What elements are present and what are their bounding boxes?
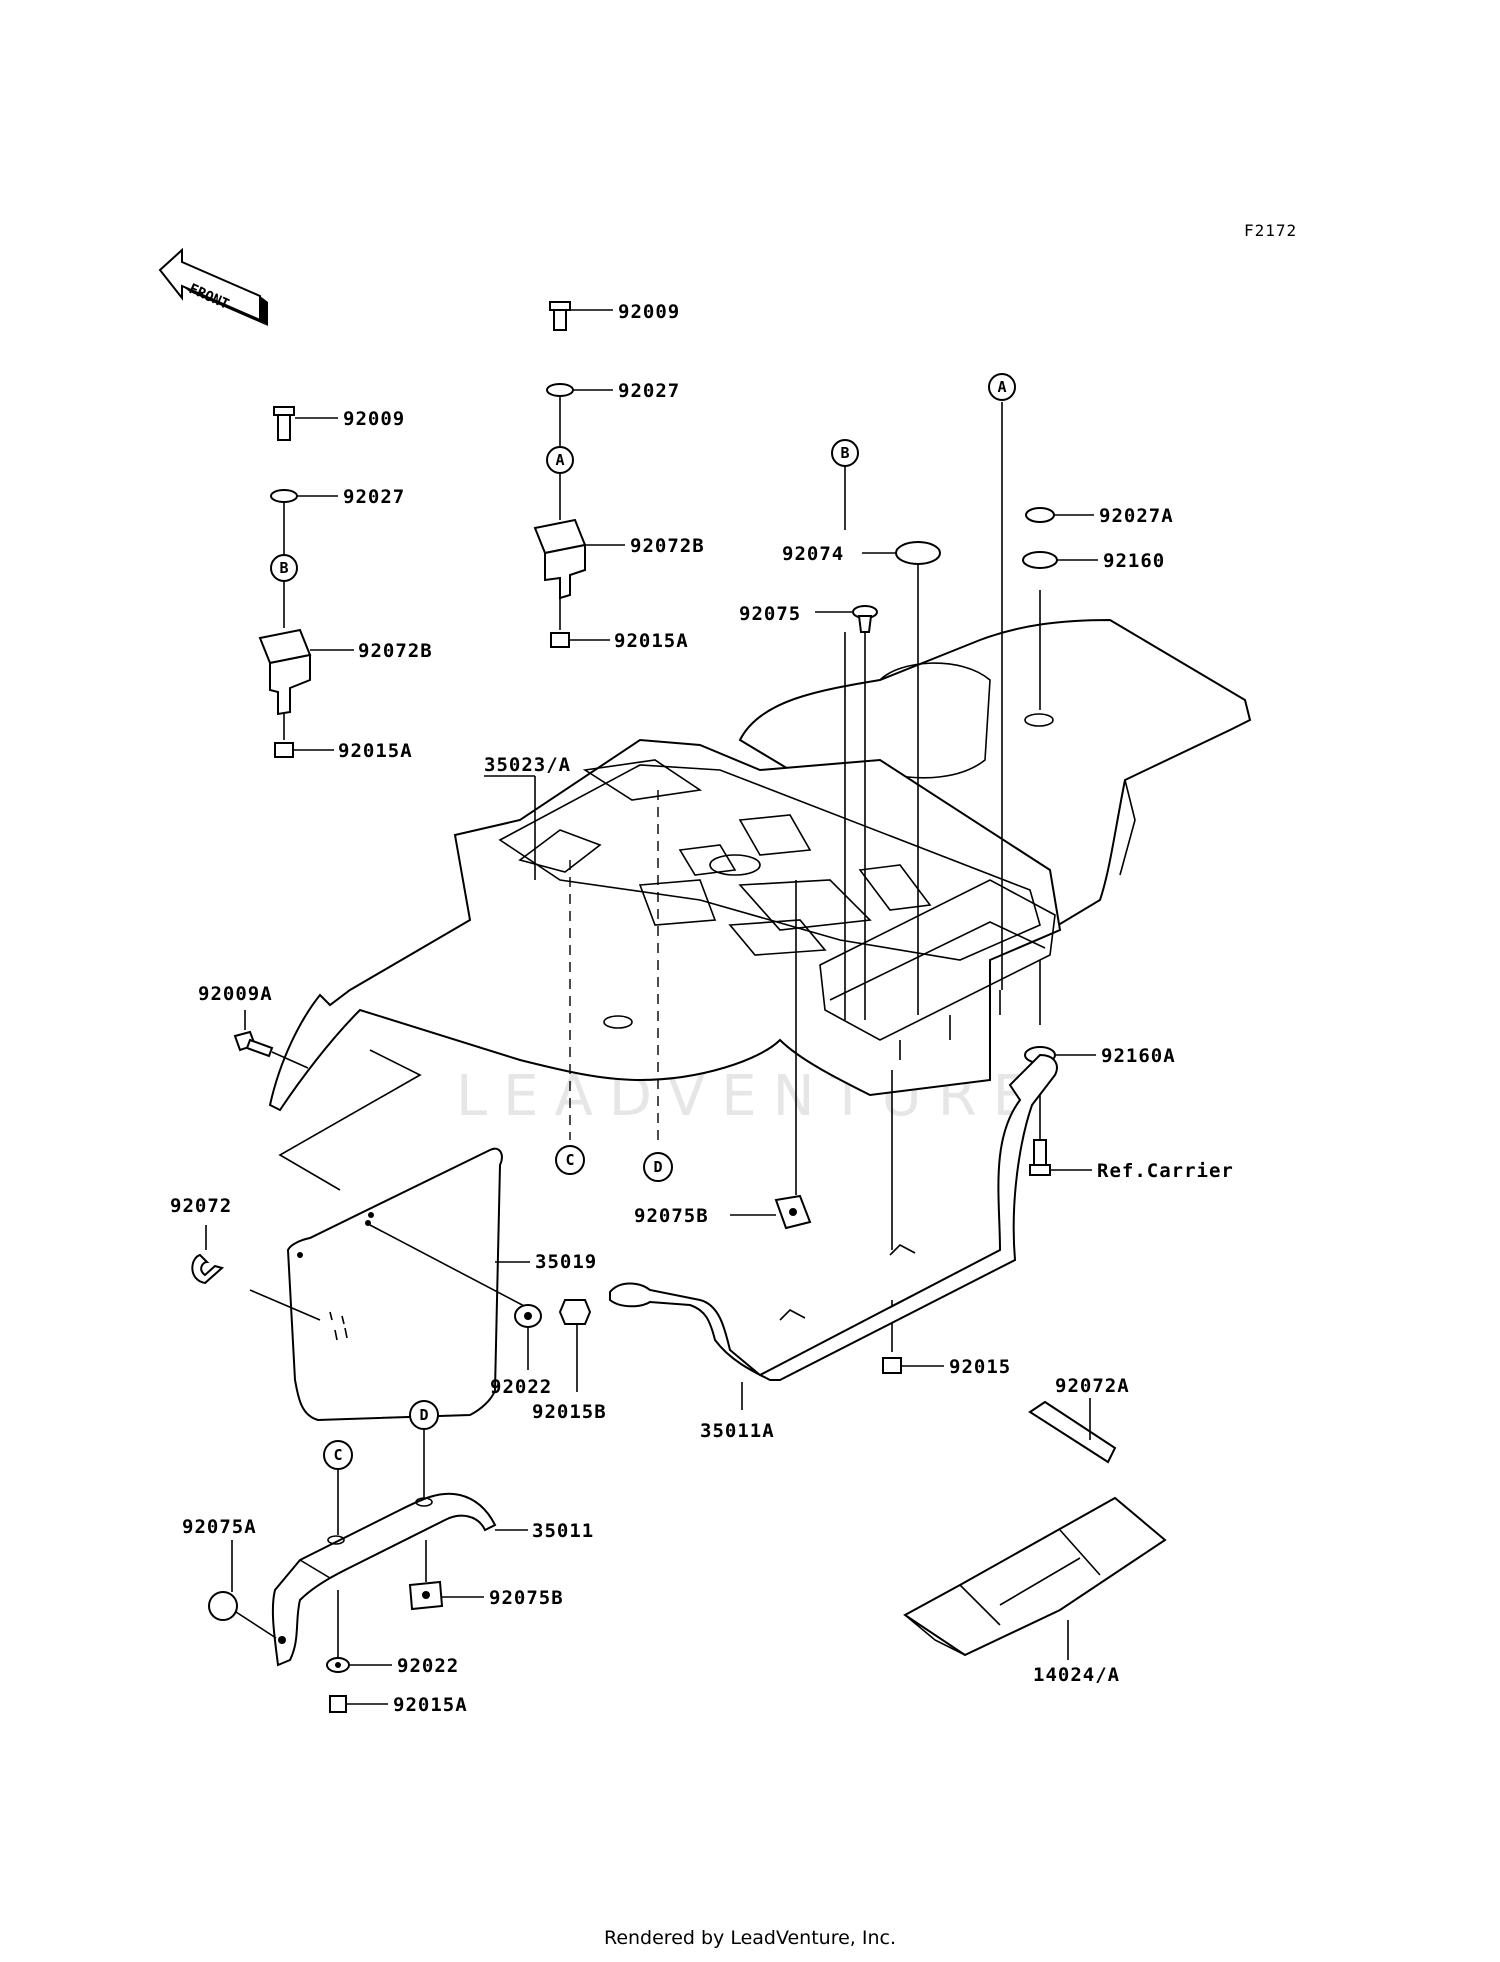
label-92022-low: 92022 [397,1655,459,1677]
label-35011A: 35011A [700,1420,775,1442]
label-92015A-top: 92015A [614,630,689,652]
clip-92072B-left [258,628,354,716]
callout-d-mid [643,1152,673,1182]
callout-b-right-label: B [840,444,849,462]
cap-92075A [208,1591,238,1621]
label-92015: 92015 [949,1356,1011,1378]
label-92075B-low: 92075B [489,1587,564,1609]
grommet-92160 [1022,551,1058,569]
label-92075A: 92075A [182,1516,257,1538]
cap-92074 [895,541,941,565]
clip-92072 [191,1253,225,1285]
bracket-35011A [609,1053,1058,1381]
pad-14024A [903,1496,1167,1657]
callout-c-mid-label: C [565,1151,574,1169]
label-92160A: 92160A [1101,1045,1176,1067]
callout-a-right [988,373,1016,401]
callout-d-low-label: D [419,1406,428,1424]
washer-92027-left [270,489,298,503]
footer-credit: Rendered by LeadVenture, Inc. [604,1927,896,1949]
nut-92015A-top [550,632,570,648]
label-35023A: 35023/A [484,754,571,776]
callout-b-left-label: B [279,559,288,577]
nut-92015 [882,1357,902,1374]
nut-92015B [558,1299,592,1325]
label-35019: 35019 [535,1251,597,1273]
bolt-92009-left [273,406,338,441]
nut-92015A-left [274,742,294,758]
bolt-92009A [233,1030,274,1058]
pin-92075 [852,605,878,633]
label-35011: 35011 [532,1520,594,1542]
bolt-ref-carrier [1029,1139,1051,1176]
callout-c-mid [555,1145,585,1175]
front-arrow-icon: FRONT [158,247,268,326]
label-92027A: 92027A [1099,505,1174,527]
mudflap-35019 [249,1147,530,1422]
label-92009-left: 92009 [343,408,405,430]
label-92015A-left: 92015A [338,740,413,762]
washer-92027-top [546,383,574,397]
label-92009-top: 92009 [618,301,680,323]
bracket-35011 [271,1492,497,1667]
label-ref-carrier: Ref.Carrier [1097,1160,1234,1182]
washer-92027A [1025,507,1055,523]
callout-d-mid-label: D [653,1158,662,1176]
label-92160: 92160 [1103,550,1165,572]
strap-92072A [1028,1400,1117,1464]
nut-92015A-low [329,1695,347,1713]
callout-a-top-label: A [555,451,564,469]
label-92075B-mid: 92075B [634,1205,709,1227]
rear-fender [268,618,1252,1191]
callout-c-low-label: C [333,1446,342,1464]
label-92072: 92072 [170,1195,232,1217]
label-92027-left: 92027 [343,486,405,508]
label-92072B-top: 92072B [630,535,705,557]
label-92075: 92075 [739,603,801,625]
clip-92072B-top [533,518,625,600]
bolt-92009-top [549,301,613,331]
figure-code: F2172 [1244,221,1297,240]
label-92015A-low: 92015A [393,1694,468,1716]
callout-a-right-label: A [997,378,1006,396]
label-92022-mid: 92022 [490,1376,552,1398]
label-92015B: 92015B [532,1401,607,1423]
label-92074: 92074 [782,543,844,565]
label-92027-top: 92027 [618,380,680,402]
label-14024A: 14024/A [1033,1664,1120,1686]
label-92072A: 92072A [1055,1375,1130,1397]
label-92009A-visible: 92009A [198,983,273,1005]
label-92072B-left: 92072B [358,640,433,662]
